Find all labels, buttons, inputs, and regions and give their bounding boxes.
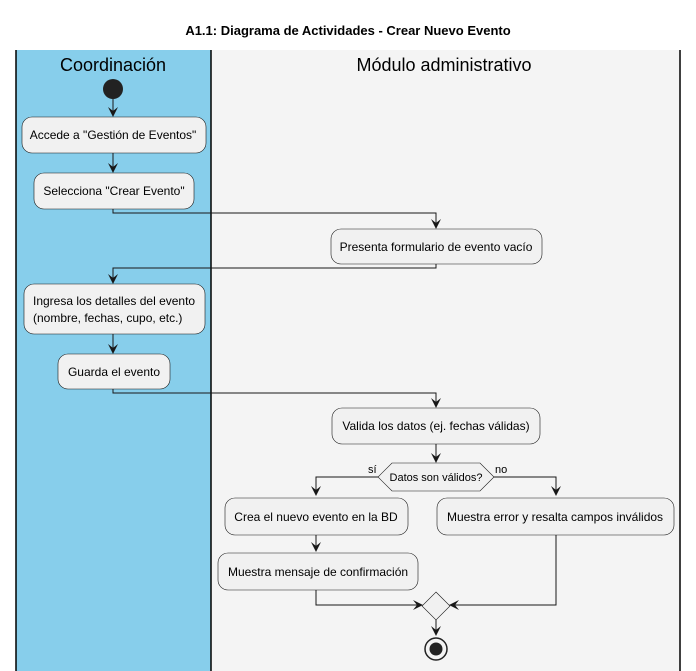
edge-a3-to-a4 — [108, 264, 437, 284]
activity-accede-gestion: Accede a "Gestión de Eventos" — [21, 116, 207, 154]
diagram-title: A1.1: Diagrama de Actividades - Crear Nu… — [185, 23, 510, 38]
activity-selecciona-crear: Selecciona "Crear Evento" — [33, 172, 195, 210]
activity-ingresa-detalles: Ingresa los detalles del evento (nombre,… — [23, 283, 206, 335]
activity-label: Valida los datos (ej. fechas válidas) — [342, 419, 529, 433]
activity-presenta-formulario: Presenta formulario de evento vacío — [330, 228, 543, 265]
edge-a9-to-merge — [449, 535, 557, 610]
edge-a8-to-merge — [315, 590, 423, 610]
lane-title-modulo-administrativo: Módulo administrativo — [356, 55, 531, 75]
edge-a2-to-a3 — [112, 209, 441, 229]
activity-label: Selecciona "Crear Evento" — [43, 184, 184, 198]
decision-question: Datos son válidos? — [390, 472, 483, 484]
activity-valida-datos: Valida los datos (ej. fechas válidas) — [331, 407, 541, 445]
activity-label: Guarda el evento — [68, 365, 160, 379]
edge-decision-no — [494, 476, 561, 496]
activity-label: Muestra mensaje de confirmación — [228, 565, 408, 579]
decision-no-label: no — [495, 464, 507, 476]
activity-label: Crea el nuevo evento en la BD — [234, 510, 398, 524]
decision-yes-label: sí — [368, 464, 377, 476]
activity-guarda-evento: Guarda el evento — [57, 353, 171, 390]
lane-title-coordinacion: Coordinación — [60, 55, 166, 75]
activity-crea-evento-bd: Crea el nuevo evento en la BD — [224, 497, 409, 536]
merge-node — [421, 591, 451, 621]
activity-label: Presenta formulario de evento vacío — [340, 240, 533, 254]
edge-decision-yes — [311, 476, 378, 496]
end-node — [424, 637, 448, 661]
decision-datos-validos: Datos son válidos? — [377, 462, 495, 492]
activity-label: Muestra error y resalta campos inválidos — [447, 510, 663, 524]
activity-muestra-confirmacion: Muestra mensaje de confirmación — [217, 552, 419, 591]
activity-label-line1: Ingresa los detalles del evento — [33, 294, 195, 308]
activity-label-line2: (nombre, fechas, cupo, etc.) — [33, 311, 182, 325]
start-node — [103, 79, 123, 99]
edge-a5-to-a6 — [112, 389, 441, 408]
activity-label: Accede a "Gestión de Eventos" — [30, 128, 197, 142]
activity-muestra-error: Muestra error y resalta campos inválidos — [436, 497, 675, 536]
